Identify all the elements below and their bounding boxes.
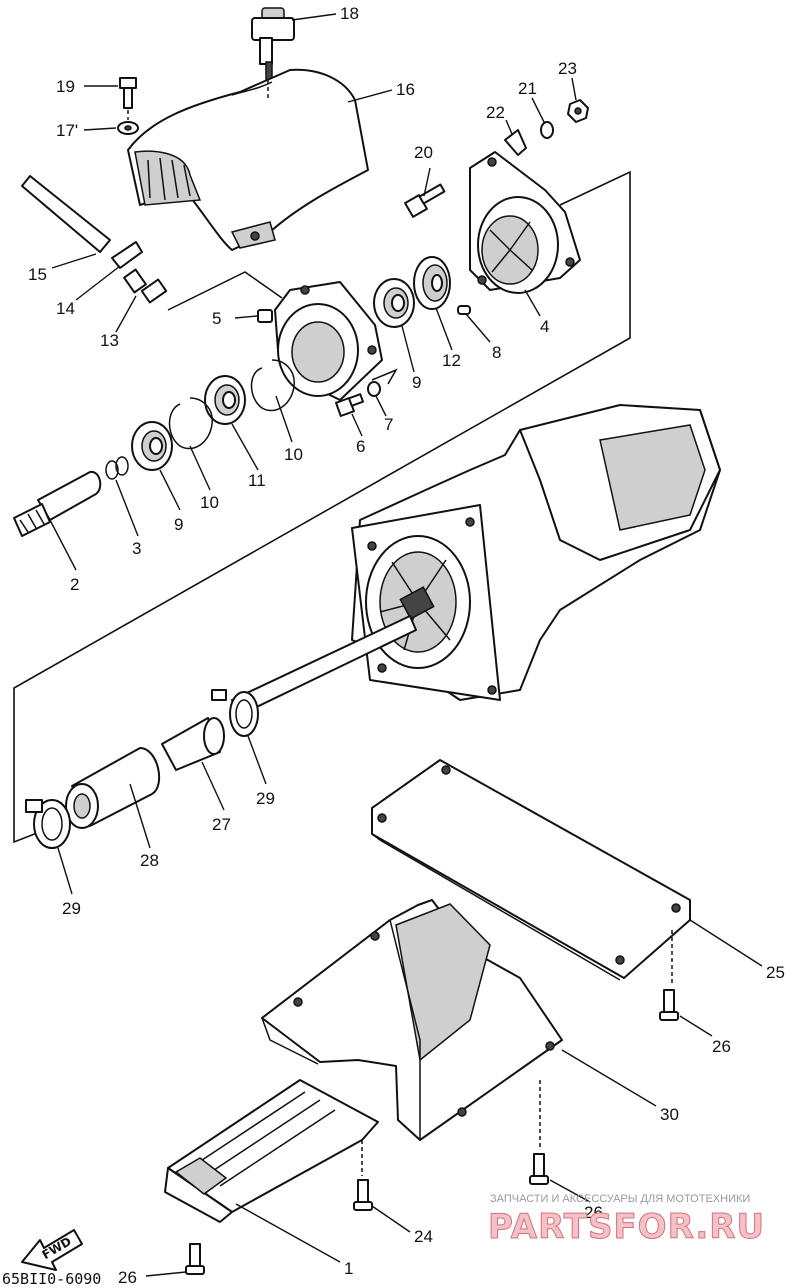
group-outline (13, 170, 631, 844)
callout-29-lower: 29 (62, 899, 81, 918)
watermark-tagline: ЗАПЧАСТИ И АКСЕССУАРЫ ДЛЯ МОТОТЕХНИКИ (490, 1193, 750, 1205)
part-2-shaft[interactable] (13, 470, 102, 537)
jet-pump-assembly[interactable] (351, 404, 721, 701)
part-13-nipple[interactable] (123, 268, 168, 304)
callout-23: 23 (558, 59, 577, 78)
bearing-housing[interactable] (274, 281, 383, 401)
callout-27: 27 (212, 815, 231, 834)
part-18-fitting[interactable] (251, 7, 295, 81)
callout-11: 11 (248, 471, 266, 490)
callout-22: 22 (486, 103, 505, 122)
callout-5: 5 (212, 309, 221, 328)
callout-24: 24 (414, 1227, 433, 1246)
callout-9-upper: 9 (412, 373, 421, 392)
part-1-grate[interactable] (164, 1079, 379, 1223)
part-21-washer[interactable] (540, 121, 554, 139)
callout-10-lower: 10 (200, 493, 219, 512)
callout-20: 20 (414, 143, 433, 162)
callout-16: 16 (396, 80, 415, 99)
part-26-screw-right[interactable] (659, 989, 679, 1021)
diagram-code: 65BII0-6090 (2, 1270, 101, 1288)
callout-9-lower: 9 (174, 515, 183, 534)
callout-26-right: 26 (712, 1037, 731, 1056)
part-14-clip[interactable] (111, 241, 143, 269)
part-4-housing[interactable] (469, 151, 581, 294)
callout-1: 1 (344, 1259, 353, 1278)
callout-21: 21 (518, 79, 537, 98)
part-26-screw-bottom[interactable] (185, 1243, 205, 1275)
part-9-bearing-lower[interactable] (131, 421, 173, 471)
part-30-intake-housing[interactable] (261, 899, 563, 1141)
callout-17: 17' (56, 121, 78, 140)
part-10-circlip-lower[interactable] (168, 397, 213, 450)
part-29-clamp-upper[interactable] (211, 689, 259, 737)
callout-8: 8 (492, 343, 501, 362)
part-19-bolt[interactable] (119, 77, 137, 109)
callout-6: 6 (356, 437, 365, 456)
watermark: ЗАПЧАСТИ И АКСЕССУАРЫ ДЛЯ МОТОТЕХНИКИ PA… (488, 1193, 765, 1248)
callout-7: 7 (384, 415, 393, 434)
assembly-lines (127, 80, 673, 1176)
callout-14: 14 (56, 299, 75, 318)
callout-3: 3 (132, 539, 141, 558)
watermark-brand: PARTSFOR.RU (488, 1207, 765, 1247)
part-26-screw-center[interactable] (529, 1153, 549, 1185)
part-11-bearing[interactable] (204, 375, 246, 425)
part-22-clip[interactable] (504, 129, 527, 156)
part-24-screw[interactable] (353, 1179, 373, 1211)
callout-labels: 18 16 19 17' 23 21 22 20 15 14 13 5 4 8 … (28, 4, 785, 1287)
callout-29-upper: 29 (256, 789, 275, 808)
part-7-washer[interactable] (367, 381, 381, 397)
part-15-rod[interactable] (21, 175, 111, 253)
part-3-o-rings[interactable] (105, 456, 129, 480)
part-29-clamp-lower[interactable] (25, 799, 71, 849)
callout-26-center: 26 (584, 1203, 603, 1222)
part-10-circlip-upper[interactable] (250, 359, 295, 412)
part-9-bearing-upper[interactable] (373, 278, 415, 328)
callout-2: 2 (70, 575, 79, 594)
callout-28: 28 (140, 851, 159, 870)
callout-26-bottom: 26 (118, 1268, 137, 1287)
callout-18: 18 (340, 4, 359, 23)
part-8-pin[interactable] (457, 305, 471, 315)
callout-19: 19 (56, 77, 75, 96)
callout-15: 15 (28, 265, 47, 284)
part-17-washer[interactable] (117, 121, 139, 135)
part-5-nut[interactable] (257, 309, 273, 323)
part-20-bolt[interactable] (404, 183, 446, 218)
callout-25: 25 (766, 963, 785, 982)
part-12-seal[interactable] (413, 256, 451, 310)
part-23-nut[interactable] (567, 99, 589, 123)
part-28-sleeve[interactable] (65, 747, 161, 829)
fwd-arrow: FWD (21, 1229, 83, 1271)
part-27-coupler[interactable] (161, 717, 225, 771)
callout-12: 12 (442, 351, 461, 370)
part-6-bolt[interactable] (335, 393, 365, 417)
part-16-top-cover[interactable] (127, 68, 369, 251)
callout-10-upper: 10 (284, 445, 303, 464)
callout-13: 13 (100, 331, 119, 350)
callout-30: 30 (660, 1105, 679, 1124)
callout-4: 4 (540, 317, 549, 336)
leader-lines (49, 13, 763, 1277)
